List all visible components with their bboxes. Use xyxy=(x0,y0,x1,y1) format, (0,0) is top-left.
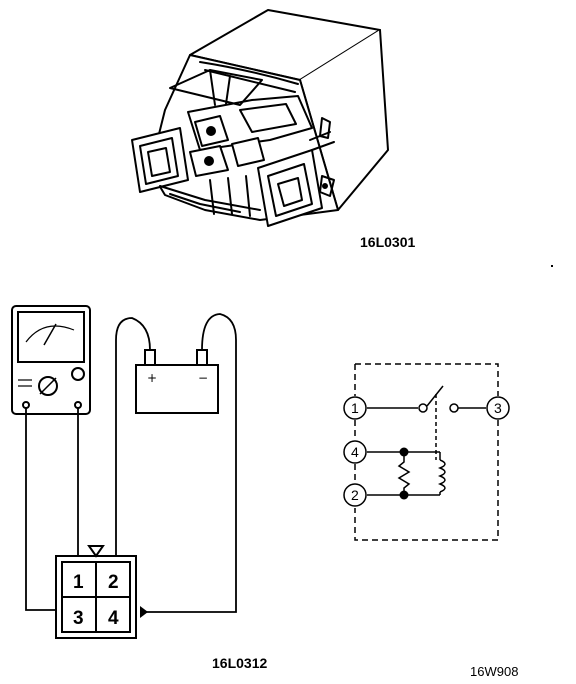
battery-positive-label: + xyxy=(147,371,157,385)
contact-moving-icon xyxy=(449,403,459,413)
relay-schematic xyxy=(354,363,499,541)
test-leads xyxy=(25,313,237,613)
test-setup-caption: 16L0312 xyxy=(212,655,267,671)
page-code: 16W908 xyxy=(470,664,518,679)
battery xyxy=(135,349,219,414)
probe-jack-left xyxy=(22,401,30,409)
connector-pin-2: 2 xyxy=(108,572,119,593)
ohmmeter xyxy=(11,305,91,415)
junction-node-top xyxy=(399,447,409,457)
relay-connector xyxy=(55,545,137,639)
terminal-2-circle xyxy=(343,483,367,507)
ohmmeter-display xyxy=(17,311,85,363)
connector-pin-3: 3 xyxy=(73,608,84,629)
battery-negative-label: − xyxy=(198,371,208,385)
coil-icon xyxy=(437,459,446,493)
relay-illustration xyxy=(131,9,389,227)
battery-negative-post xyxy=(196,349,208,366)
contact-arm xyxy=(426,385,444,407)
ohmmeter-knob-icon xyxy=(71,367,85,381)
connector-pin-1: 1 xyxy=(73,572,84,593)
lead-arrow-pin4 xyxy=(140,606,148,618)
terminal-3-circle xyxy=(486,396,510,420)
contact-fixed-icon xyxy=(418,403,428,413)
battery-positive-post xyxy=(144,349,156,366)
junction-node-bottom xyxy=(399,490,409,500)
connector-pin-4: 4 xyxy=(108,608,119,629)
relay-figure-caption: 16L0301 xyxy=(360,234,415,250)
stray-mark xyxy=(551,265,553,267)
terminal-1-circle xyxy=(343,396,367,420)
terminal-2-label: 2 xyxy=(351,487,359,503)
terminal-4-circle xyxy=(343,440,367,464)
connector-key-icon xyxy=(87,545,105,558)
terminal-4-label: 4 xyxy=(351,444,359,460)
terminal-1-label: 1 xyxy=(351,400,359,416)
schematic-terminals xyxy=(343,396,510,507)
probe-jack-right xyxy=(74,401,82,409)
terminal-3-label: 3 xyxy=(494,400,502,416)
